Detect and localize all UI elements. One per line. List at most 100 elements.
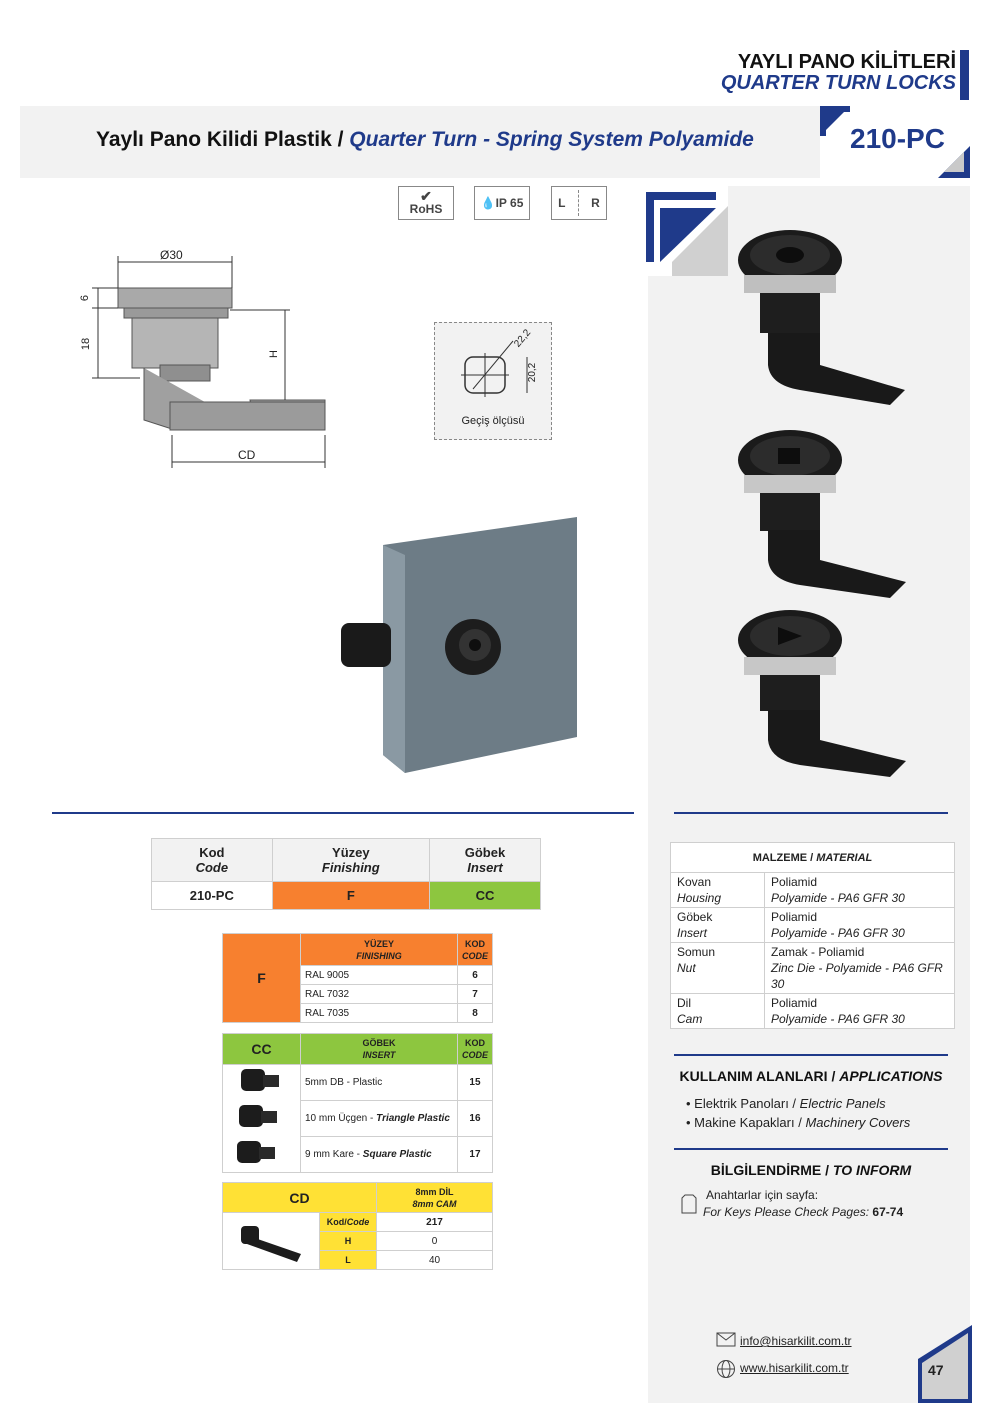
insert-row-triangle: 10 mm Üçgen - Triangle Plastic [300, 1100, 458, 1137]
rohs-badge: ✔ RoHS [398, 186, 454, 220]
inform-line-1: Anahtarlar için sayfa: [706, 1188, 819, 1202]
technical-drawing [92, 256, 326, 468]
title-en: Quarter Turn - Spring System Polyamide [349, 128, 754, 151]
cam-row-label: Kod/Code [319, 1212, 377, 1232]
finishing-code: 6 [456, 965, 494, 985]
finishing-value: F [271, 881, 430, 910]
inform-line-2: For Keys Please Check Pages: 67-74 [703, 1205, 904, 1219]
finishing-code: 8 [456, 1003, 494, 1023]
lr-divider [577, 190, 579, 216]
dim-18: 18 [80, 337, 93, 351]
website-link[interactable]: www.hisarkilit.com.tr [740, 1361, 849, 1375]
cam-thumbnail [241, 1225, 301, 1262]
insert-images [222, 1064, 301, 1173]
lock-image-3 [738, 610, 906, 777]
insert-thumbnails [237, 1069, 279, 1163]
ip-badge: 💧 IP 65 [474, 186, 530, 220]
document-icon [681, 1194, 697, 1214]
finishing-row: RAL 7032 [300, 984, 458, 1004]
application-item: • Makine Kapakları / Machinery Covers [686, 1115, 911, 1130]
finishing-row: RAL 7035 [300, 1003, 458, 1023]
lock-image-1 [738, 230, 905, 405]
page-corner-icon [918, 1325, 972, 1403]
left-label: L [558, 196, 566, 210]
insert-row-square: 9 mm Kare - Square Plastic [300, 1136, 458, 1173]
page-title: Yaylı Pano Kilidi Plastik / Quarter Turn… [96, 128, 754, 152]
passage-hole-box: 22,2 20,2 Geçiş ölçüsü [434, 322, 552, 440]
panel-corner-icon [632, 186, 728, 276]
cam-letter: CD [222, 1182, 377, 1213]
code-badge [820, 106, 970, 178]
cam-row-value: 217 [376, 1212, 493, 1232]
finishing-row: RAL 9005 [300, 965, 458, 985]
insert-row-5mm: 5mm DB - Plastic [300, 1064, 458, 1101]
ip-label: IP 65 [495, 196, 524, 210]
lock-image-2 [738, 430, 906, 598]
cam-row-value: 40 [376, 1250, 493, 1270]
dim-h: H [267, 350, 280, 358]
insert-code: 16 [456, 1100, 494, 1137]
email-link[interactable]: info@hisarkilit.com.tr [740, 1334, 852, 1348]
insert-value: CC [428, 881, 542, 910]
rohs-label: RoHS [409, 202, 443, 216]
separator-left [52, 812, 634, 814]
finishing-letter: F [222, 933, 301, 1023]
separator-applications [674, 1054, 948, 1056]
globe-icon [717, 1360, 735, 1378]
cam-row-label: H [319, 1231, 377, 1251]
insert-code: 17 [456, 1136, 494, 1173]
insert-letter: CC [222, 1033, 301, 1065]
finishing-code: 7 [456, 984, 494, 1004]
lr-badge: L R [551, 186, 607, 220]
brand-accent-bar [960, 50, 969, 100]
applications-title: KULLANIM ALANLARI / APPLICATIONS [679, 1068, 943, 1084]
title-band [20, 106, 970, 178]
material-header: MALZEME / MATERIAL [670, 842, 955, 873]
dim-diameter: Ø30 [160, 248, 183, 262]
applications-list: • Elektrik Panoları / Electric Panels • … [686, 1094, 910, 1132]
cam-row-value: 0 [376, 1231, 493, 1251]
passage-label: Geçiş ölçüsü [461, 415, 525, 427]
checkmark-icon: ✔ [420, 188, 432, 204]
passage-hole-icon [461, 340, 528, 397]
dim-6: 6 [79, 294, 92, 302]
title-tr: Yaylı Pano Kilidi Plastik / [96, 128, 344, 151]
corner-decoration-icon [820, 106, 970, 178]
separator-right [674, 812, 948, 814]
passage-dim-b: 20,2 [527, 362, 539, 383]
category-en: QUARTER TURN LOCKS [720, 72, 956, 94]
page-number: 47 [928, 1362, 944, 1378]
application-item: • Elektrik Panoları / Electric Panels [686, 1096, 886, 1111]
cam-image [222, 1212, 320, 1270]
insert-code: 15 [456, 1064, 494, 1101]
separator-inform [674, 1148, 948, 1150]
code-value: 210-PC [151, 881, 273, 910]
category-tr: YAYLI PANO KİLİTLERİ [737, 51, 956, 73]
inform-title: BİLGİLENDİRME / TO INFORM [710, 1162, 912, 1178]
brand-category: YAYLI PANO KİLİTLERİ QUARTER TURN LOCKS [721, 52, 956, 94]
dim-cd: CD [238, 448, 256, 462]
water-drop-icon: 💧 [480, 196, 496, 210]
product-code: 210-PC [850, 123, 945, 154]
